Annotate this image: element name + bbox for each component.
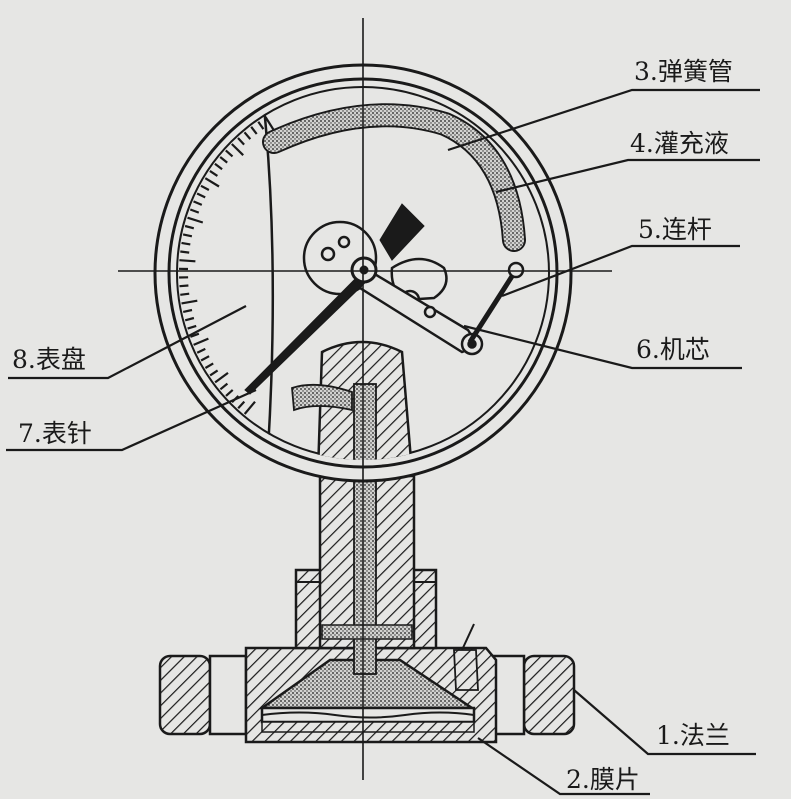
dial-tick	[204, 362, 214, 369]
pointer-needle	[244, 203, 425, 395]
center-lines	[118, 18, 612, 780]
label-link-rod: 5.连杆	[638, 215, 712, 244]
dial-tick	[187, 324, 197, 330]
dial-tick	[225, 389, 234, 397]
dial-tick	[180, 250, 190, 254]
dial-tick	[182, 308, 193, 313]
label-diaphragm: 2.膜片	[566, 765, 640, 794]
dial-tick	[196, 192, 206, 199]
dial-tick	[243, 131, 252, 140]
dial-tick	[237, 137, 245, 146]
dial-tick	[190, 332, 200, 338]
dial-scale-ticks	[178, 116, 275, 415]
socket-block	[291, 340, 414, 460]
dial-tick	[214, 372, 229, 384]
dial-tick	[181, 241, 191, 246]
dial-tick	[250, 126, 258, 135]
dial-tick	[200, 184, 210, 191]
label-fill-liquid: 4.灌充液	[630, 129, 729, 158]
dial-tick	[193, 337, 209, 346]
label-movement: 6.机芯	[636, 335, 710, 364]
label-flange: 1.法兰	[656, 721, 730, 750]
dial-tick	[204, 177, 220, 188]
dial-tick	[200, 355, 210, 362]
dial-tick	[187, 216, 204, 224]
dial-tick	[264, 116, 275, 132]
dial-tick	[237, 400, 246, 409]
dial-tick	[225, 149, 234, 158]
dial-tick	[179, 259, 196, 263]
dial-face	[260, 87, 275, 451]
dial-tick	[180, 292, 190, 296]
label-dial: 8.表盘	[12, 345, 86, 374]
dial-tick	[214, 162, 223, 171]
dial-tick	[219, 382, 229, 391]
dial-tick	[219, 156, 228, 164]
dial-tick	[243, 400, 256, 415]
dial-tick	[184, 224, 195, 230]
label-spring-tube: 3.弹簧管	[634, 57, 733, 86]
dial-tick	[184, 316, 195, 322]
dial-tick	[209, 369, 219, 377]
dial-tick	[209, 169, 219, 177]
leader-lines	[6, 88, 760, 796]
dial-tick	[231, 143, 244, 156]
dial-tick	[181, 299, 198, 305]
dial-tick	[196, 347, 206, 354]
label-pointer: 7.表针	[18, 419, 92, 448]
dial-tick	[257, 121, 265, 130]
dial-tick	[179, 284, 189, 288]
dial-tick	[189, 208, 200, 214]
dial-tick	[193, 200, 203, 206]
dial-tick	[182, 233, 193, 238]
